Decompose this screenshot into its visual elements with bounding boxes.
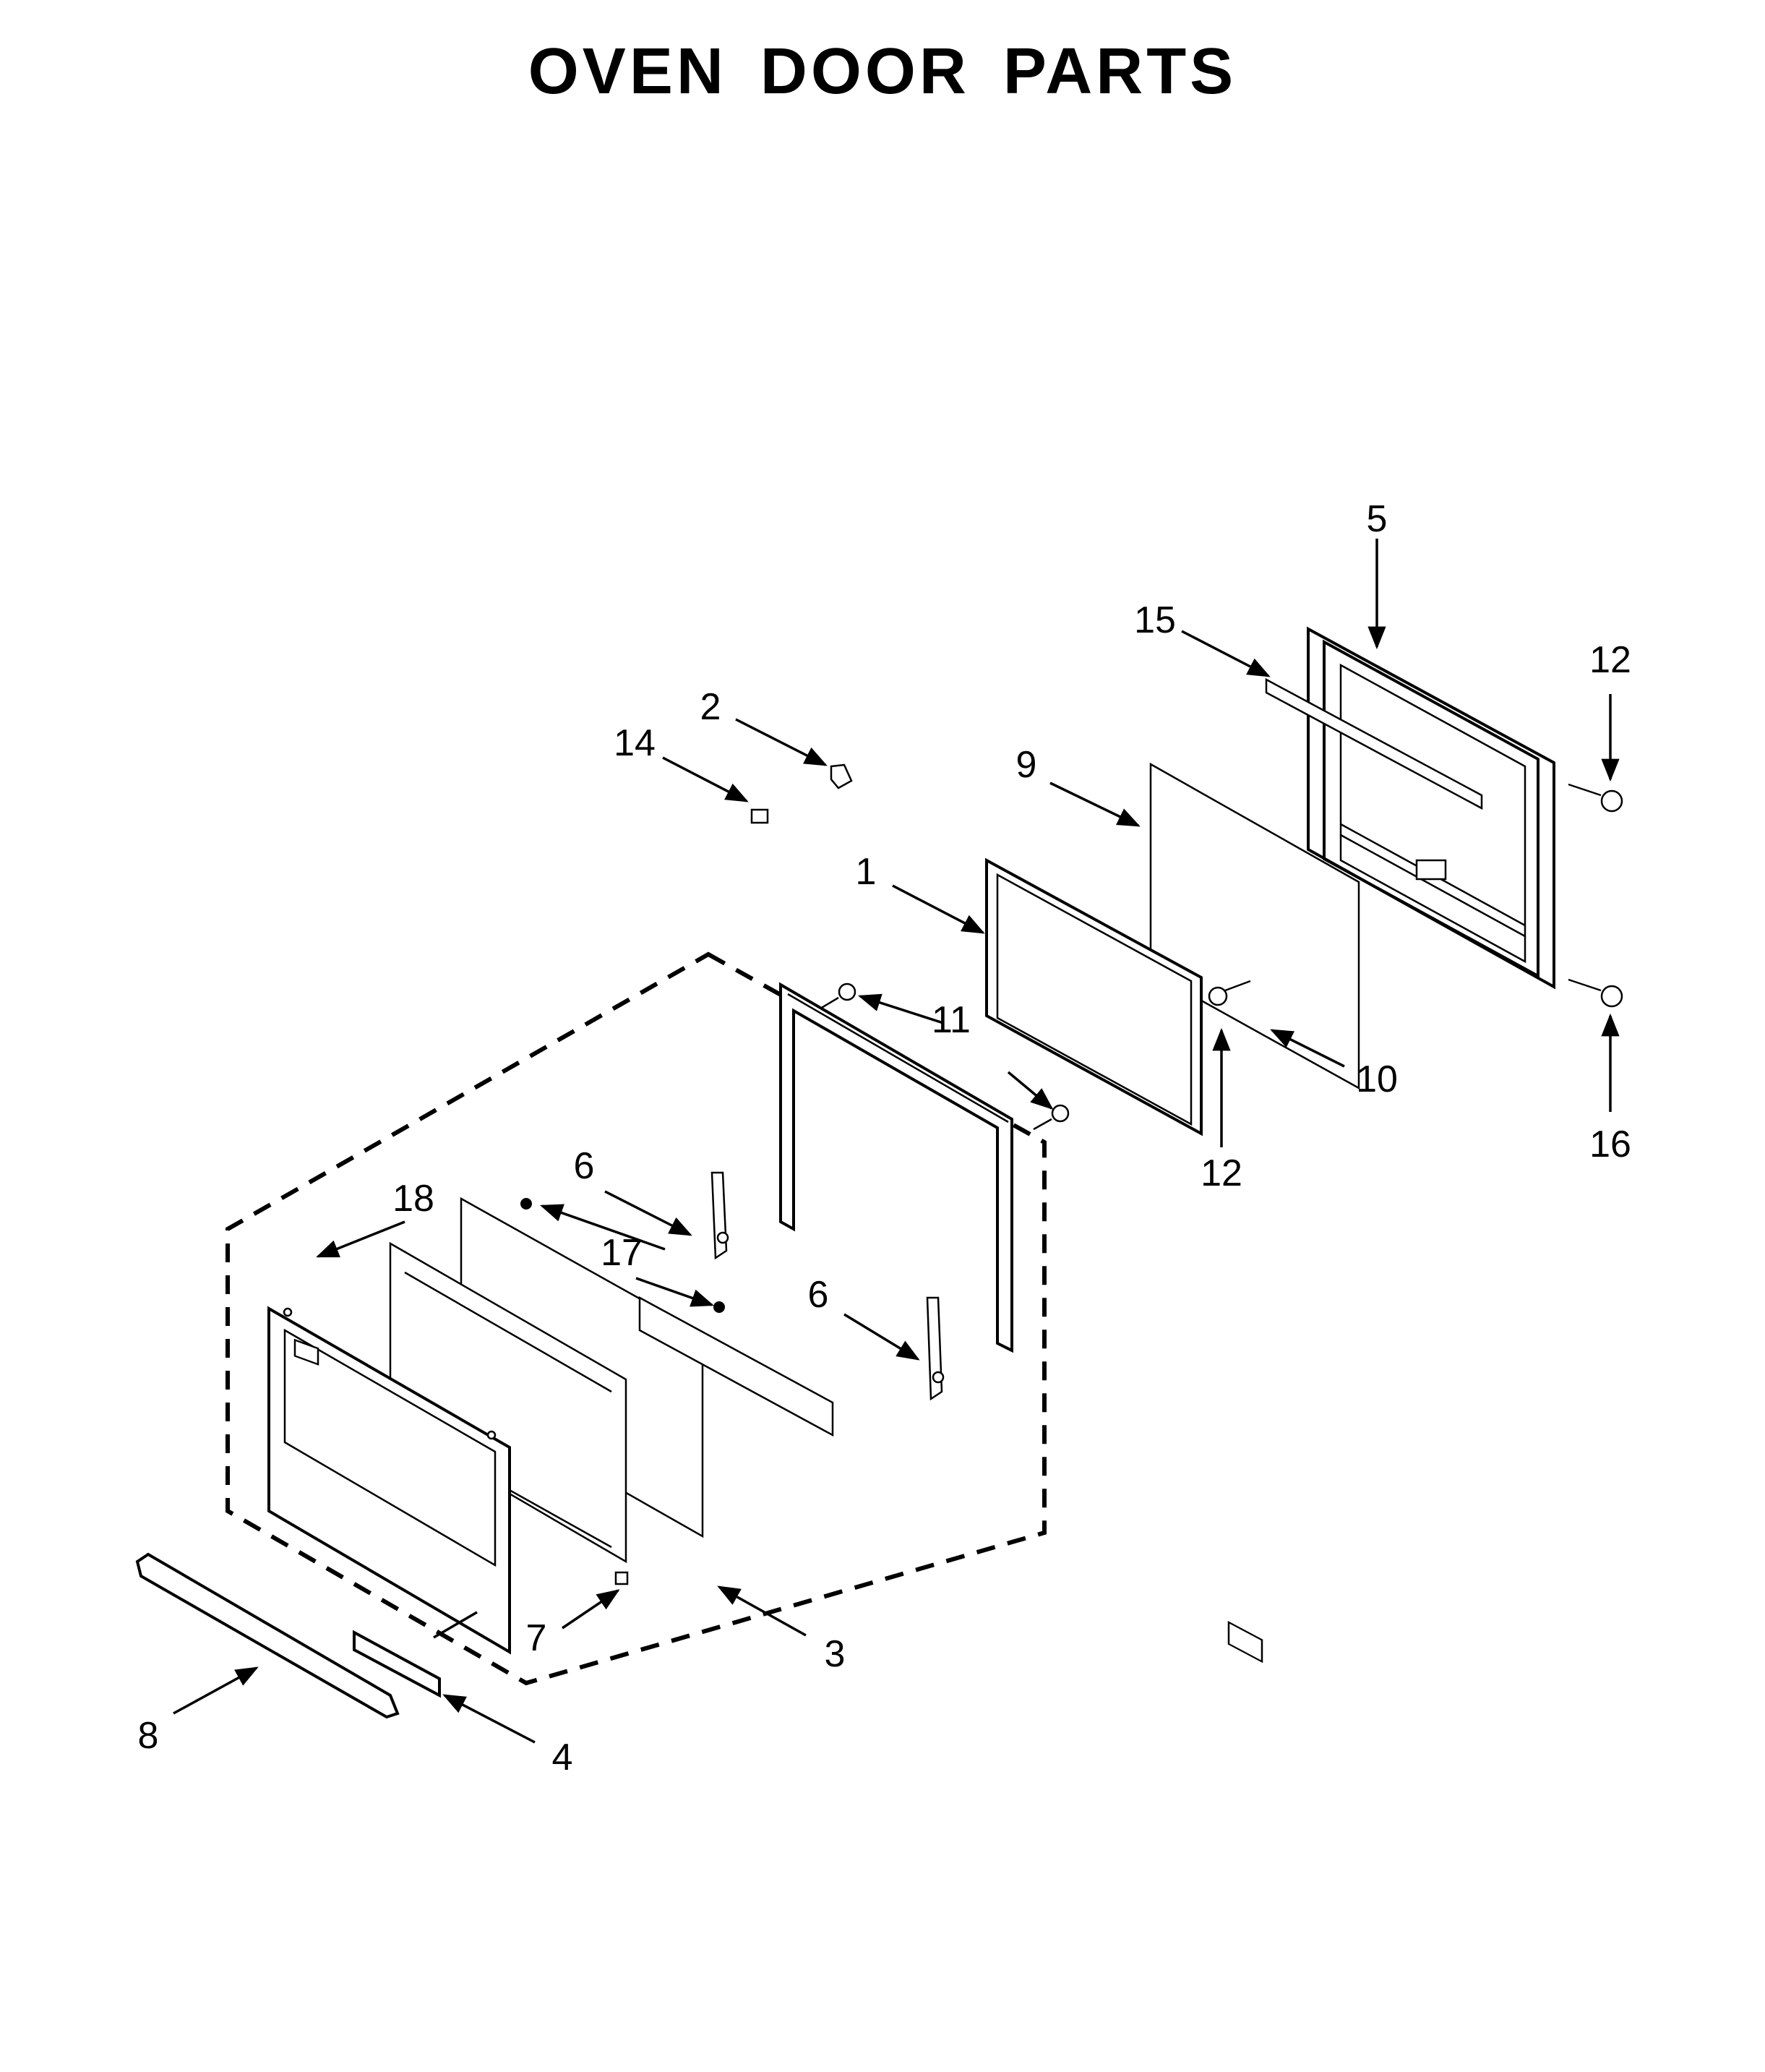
- page-title: OVEN DOOR PARTS: [528, 35, 1237, 108]
- callout-2: 2: [700, 686, 721, 728]
- callout-13: 12: [1589, 639, 1631, 681]
- callout-11: 11: [932, 999, 971, 1041]
- callout-15: 15: [1134, 599, 1176, 641]
- callout-7: 7: [526, 1617, 547, 1659]
- callout-8: 8: [138, 1715, 159, 1757]
- inner-glass-frame: [985, 857, 1203, 1136]
- door-liner-frame: [779, 982, 1013, 1353]
- hinge-lower: [926, 1296, 945, 1401]
- callout-4: 4: [552, 1737, 573, 1778]
- callout-12: 12: [1201, 1152, 1242, 1194]
- logo-badge: [353, 1630, 441, 1698]
- outer-door-frame: [1307, 626, 1555, 990]
- clip-7: [614, 1571, 629, 1585]
- hinge-upper: [710, 1171, 729, 1260]
- callout-10: 10: [1356, 1058, 1398, 1100]
- bracket-14: [750, 808, 769, 824]
- bracket-2: [830, 763, 853, 789]
- callout-3: 3: [825, 1633, 846, 1675]
- front-door-panel: [267, 1306, 511, 1655]
- vent-bracket: [1265, 677, 1483, 810]
- glass-panel: [1149, 762, 1360, 1090]
- badge-18: [293, 1338, 319, 1366]
- callout-16: 16: [1589, 1123, 1631, 1165]
- callout-9: 9: [1016, 744, 1037, 786]
- callout-14: 14: [614, 722, 656, 764]
- screw-13: [1568, 783, 1623, 813]
- door-handle: [135, 1552, 400, 1719]
- callout-18: 18: [392, 1178, 434, 1220]
- screw-16: [1568, 978, 1623, 1008]
- callout-6-lower: 6: [808, 1274, 829, 1316]
- screw-12: [1208, 980, 1251, 1006]
- callout-6-upper: 6: [574, 1145, 595, 1187]
- leader-lines: [173, 539, 1620, 1744]
- glass-clip: [1227, 1620, 1263, 1664]
- screw-11-upper: [820, 983, 856, 1010]
- callout-17: 17: [601, 1232, 643, 1274]
- screw-11-lower: [1033, 1104, 1070, 1131]
- door-assembly-outline: [226, 951, 1047, 1686]
- callout-1: 1: [856, 851, 877, 893]
- callout-5: 5: [1367, 498, 1388, 540]
